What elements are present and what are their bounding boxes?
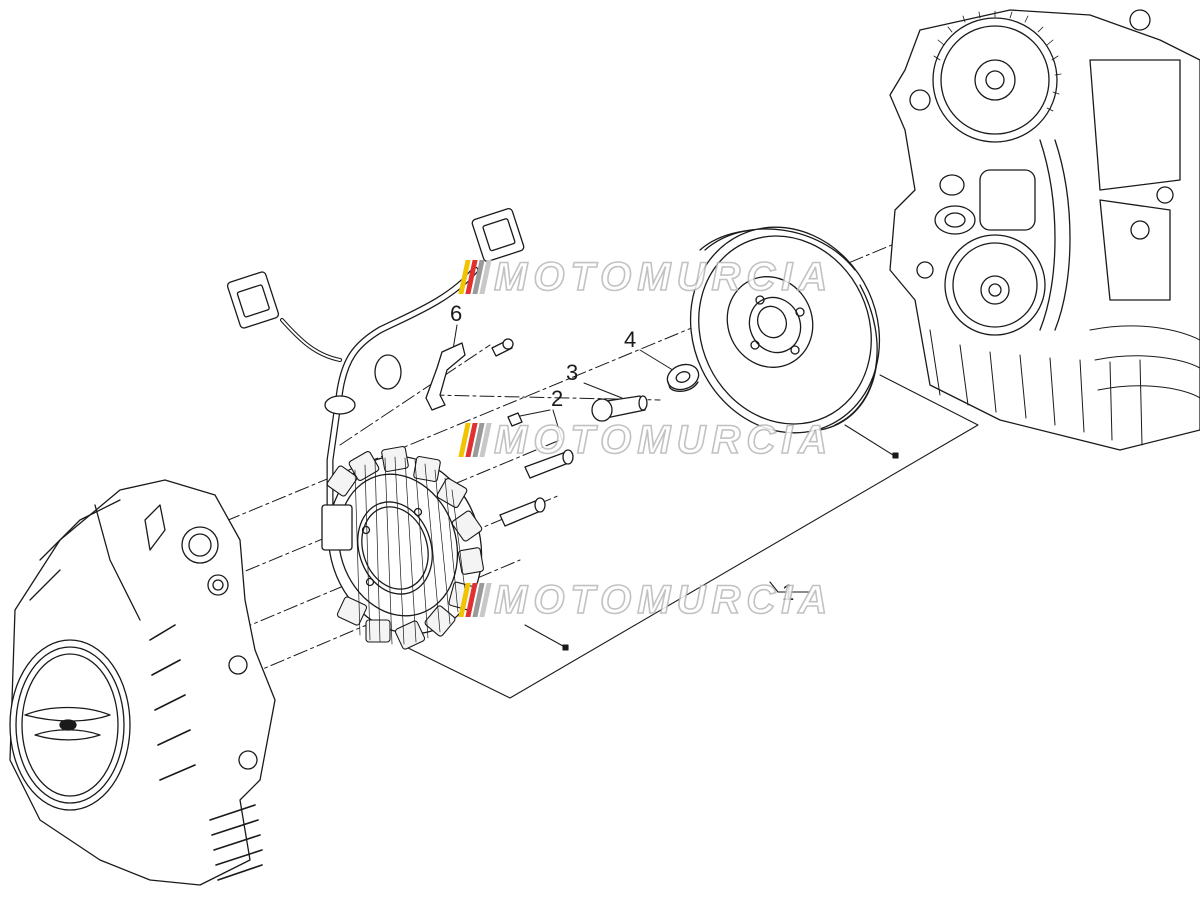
alternator-cover [9, 479, 276, 886]
washer-part [666, 363, 700, 393]
cable-clip-part [425, 338, 514, 411]
callout-2: 2 [551, 386, 564, 411]
callout-4: 4 [624, 327, 637, 352]
flywheel-rotor [689, 226, 881, 434]
flywheel-bolt-part [591, 395, 648, 422]
watermark-stripes [458, 423, 492, 457]
watermark: MOTOMURCIA [458, 577, 834, 623]
callout-3: 3 [566, 360, 579, 385]
engine-block [889, 9, 1200, 451]
watermark-text: MOTOMURCIA [493, 254, 834, 300]
kit-bracket [401, 374, 979, 699]
watermark-text: MOTOMURCIA [493, 577, 834, 623]
callout-1: 1 [782, 580, 795, 605]
watermark: MOTOMURCIA [458, 417, 834, 463]
watermark: MOTOMURCIA [458, 254, 834, 300]
watermark-text: MOTOMURCIA [493, 417, 834, 463]
watermark-stripes [458, 583, 492, 617]
stator-screws-part [499, 412, 574, 527]
callout-6: 6 [450, 301, 463, 326]
wiring-harness [226, 207, 525, 514]
watermark-stripes [458, 260, 492, 294]
stator-part [321, 446, 484, 650]
